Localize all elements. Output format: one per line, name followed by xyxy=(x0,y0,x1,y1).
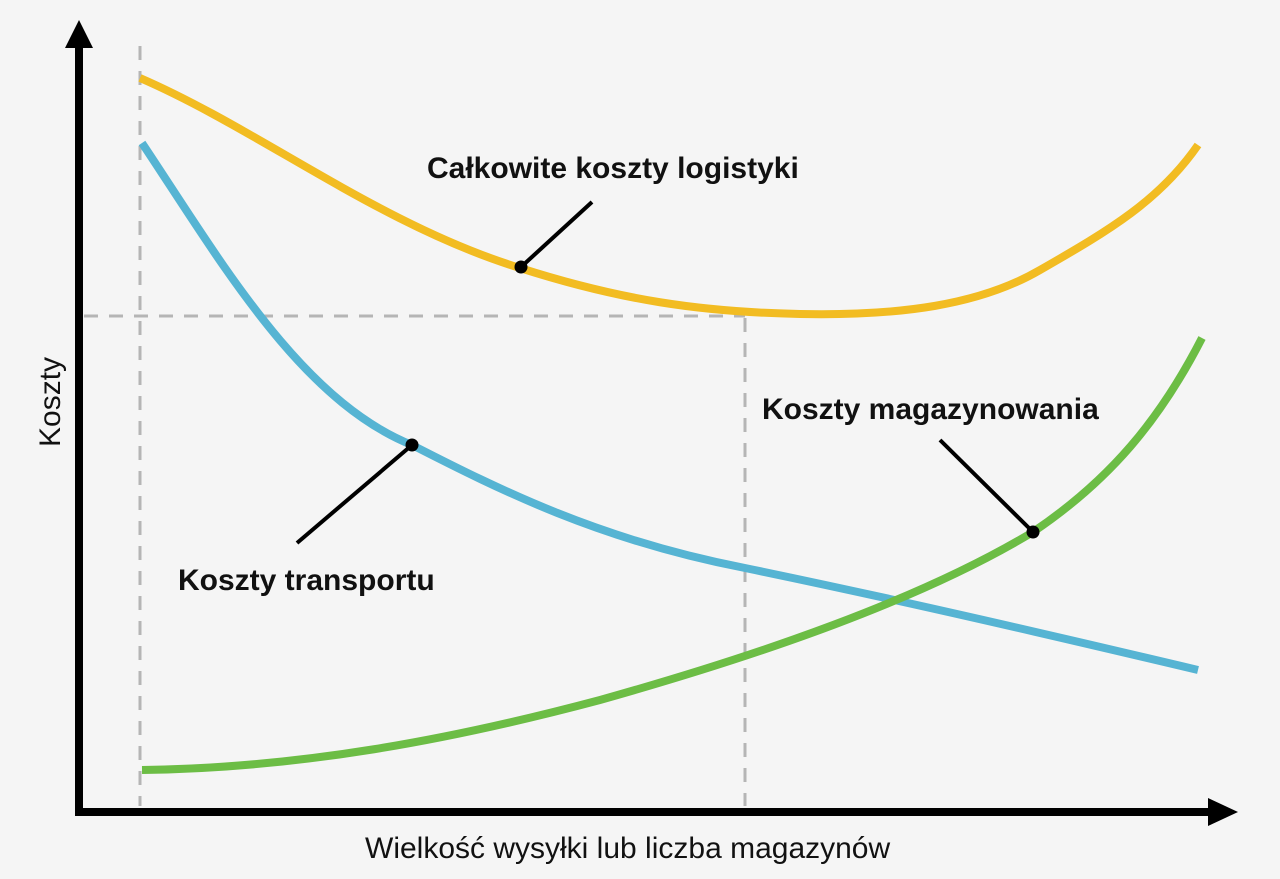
transport-cost-curve xyxy=(138,140,1199,674)
marker-dot-total xyxy=(514,260,528,274)
leader-total xyxy=(519,200,594,269)
transport-cost-label: Koszty transportu xyxy=(178,564,435,597)
y-axis-arrow-icon xyxy=(65,20,93,48)
marker-dot-transport xyxy=(405,438,419,452)
leader-transport xyxy=(295,443,414,545)
annotation-leaders xyxy=(295,200,1040,545)
x-axis-arrow-icon xyxy=(1208,798,1238,826)
leader-storage xyxy=(938,438,1035,534)
reference-lines xyxy=(84,46,747,806)
total-logistics-cost-curve xyxy=(138,74,1202,319)
axes xyxy=(65,20,1238,826)
marker-dot-storage xyxy=(1026,525,1040,539)
total-cost-label: Całkowite koszty logistyki xyxy=(427,152,799,185)
storage-cost-curve xyxy=(141,336,1206,774)
y-axis-title: Koszty xyxy=(34,357,67,447)
storage-cost-label: Koszty magazynowania xyxy=(762,393,1099,426)
x-axis-title: Wielkość wysyłki lub liczba magazynów xyxy=(365,832,890,865)
